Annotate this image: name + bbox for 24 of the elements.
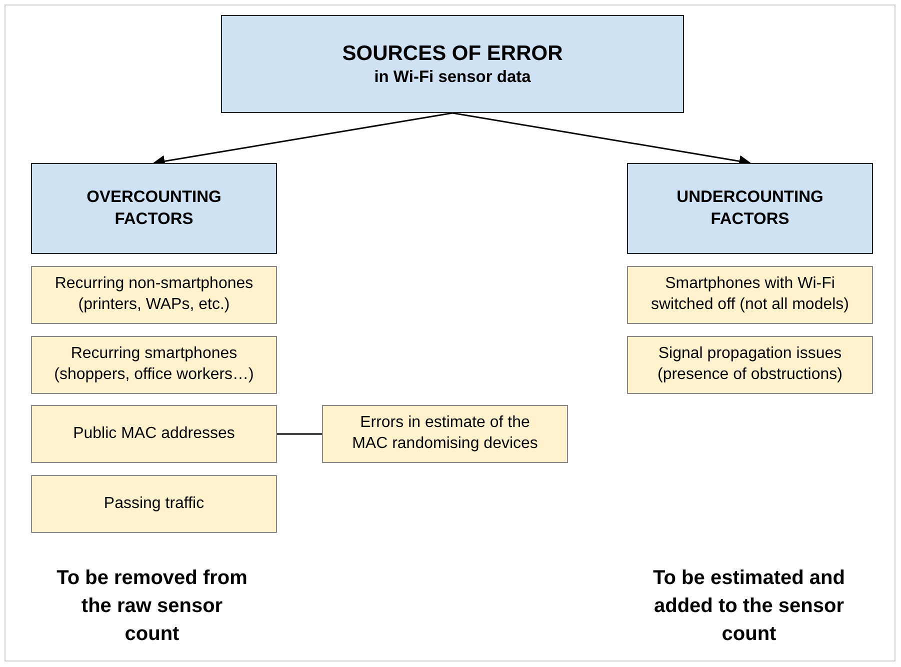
outcome-note: To be estimated and added to the sensor count (652, 566, 846, 647)
factor-text: Public MAC addresses (73, 424, 235, 444)
factor-box (31, 336, 277, 394)
factor-box (322, 405, 568, 463)
factor-text: Recurring smartphones (shoppers, office workers…) (54, 344, 254, 385)
factor-box (627, 336, 873, 394)
heading-text: SOURCES OF ERROR (342, 40, 563, 67)
outcome-note: To be removed from the raw sensor count (56, 566, 248, 647)
heading-box (221, 15, 684, 113)
heading-text: UNDERCOUNTING FACTORS (676, 187, 824, 230)
factor-text: Signal propagation issues (presence of obstructions) (656, 344, 844, 385)
factor-box (31, 266, 277, 324)
factor-box (31, 405, 277, 463)
heading-box (31, 163, 277, 254)
factor-text: Errors in estimate of the MAC randomising devices (351, 413, 539, 454)
factor-text: Smartphones with Wi-Fi switched off (not all models) (650, 274, 850, 315)
factor-text: Recurring non-smartphones (printers, WAPs, etc.) (54, 274, 254, 315)
heading-text: in Wi-Fi sensor data (374, 66, 531, 88)
heading-text: OVERCOUNTING FACTORS (86, 187, 222, 230)
connector-line (277, 433, 322, 435)
heading-box (627, 163, 873, 254)
factor-box (627, 266, 873, 324)
factor-text: Passing traffic (104, 494, 204, 514)
factor-box (31, 475, 277, 533)
